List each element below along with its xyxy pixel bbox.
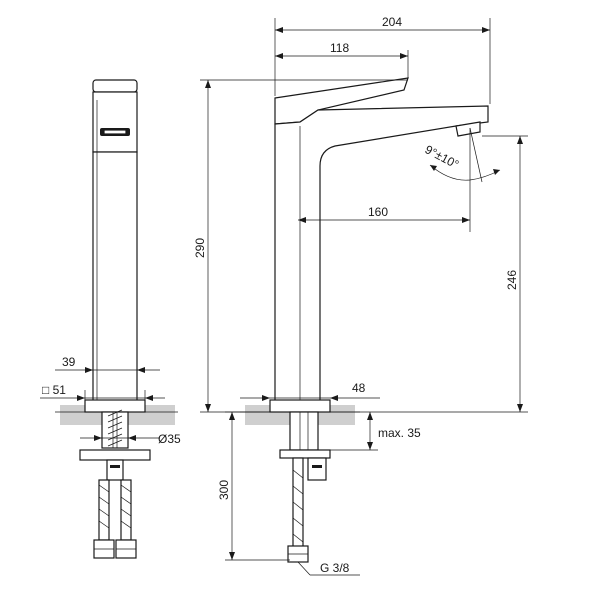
- dim-lever-length-label: 118: [330, 41, 349, 55]
- dim-overall-reach: 204: [274, 15, 491, 104]
- dim-body-width: 39: [55, 355, 160, 400]
- dim-base-width: 48: [240, 381, 380, 401]
- front-body: [92, 151, 138, 407]
- dim-max-deck-label: max. 35: [378, 426, 421, 440]
- dim-spout-projection-label: 160: [368, 205, 388, 219]
- dim-shank-diameter-label: Ø35: [158, 432, 181, 446]
- side-aerator: [455, 121, 481, 137]
- dim-hose-length: 300: [217, 411, 290, 561]
- dim-overall-height-label: 290: [193, 238, 207, 258]
- dim-connection-thread: G 3/8: [297, 561, 360, 576]
- dim-outlet-height-label: 246: [505, 270, 519, 290]
- dim-overall-reach-label: 204: [382, 15, 402, 29]
- dim-hose-length-label: 300: [217, 480, 231, 500]
- dim-connection-thread-label: G 3/8: [320, 561, 350, 575]
- dim-base-square-label: □ 51: [42, 383, 66, 397]
- side-base: [269, 399, 331, 413]
- dim-spout-angle-label: 9°±10°: [423, 142, 462, 171]
- side-body-spout: [274, 105, 489, 406]
- front-base: [84, 399, 146, 413]
- dim-body-width-label: 39: [62, 355, 76, 369]
- front-hoses: [93, 479, 137, 559]
- front-lever: [92, 79, 138, 93]
- front-shank: [101, 411, 129, 449]
- dim-overall-height: 290: [193, 79, 408, 413]
- dim-shank-diameter: Ø35: [80, 432, 181, 446]
- shank-thread: [107, 409, 123, 448]
- front-view: 39 □ 51 Ø35: [40, 79, 181, 559]
- dim-base-width-label: 48: [352, 381, 366, 395]
- dim-base-square: □ 51: [40, 383, 165, 412]
- dim-lever-length: 118: [275, 41, 409, 78]
- dim-max-deck: max. 35: [330, 412, 421, 451]
- dim-outlet-height: 246: [330, 135, 528, 413]
- front-fixing-plate: [79, 449, 151, 461]
- side-view: 204 118 160 9°±10°: [193, 15, 528, 576]
- side-fixing-plate: [279, 449, 331, 459]
